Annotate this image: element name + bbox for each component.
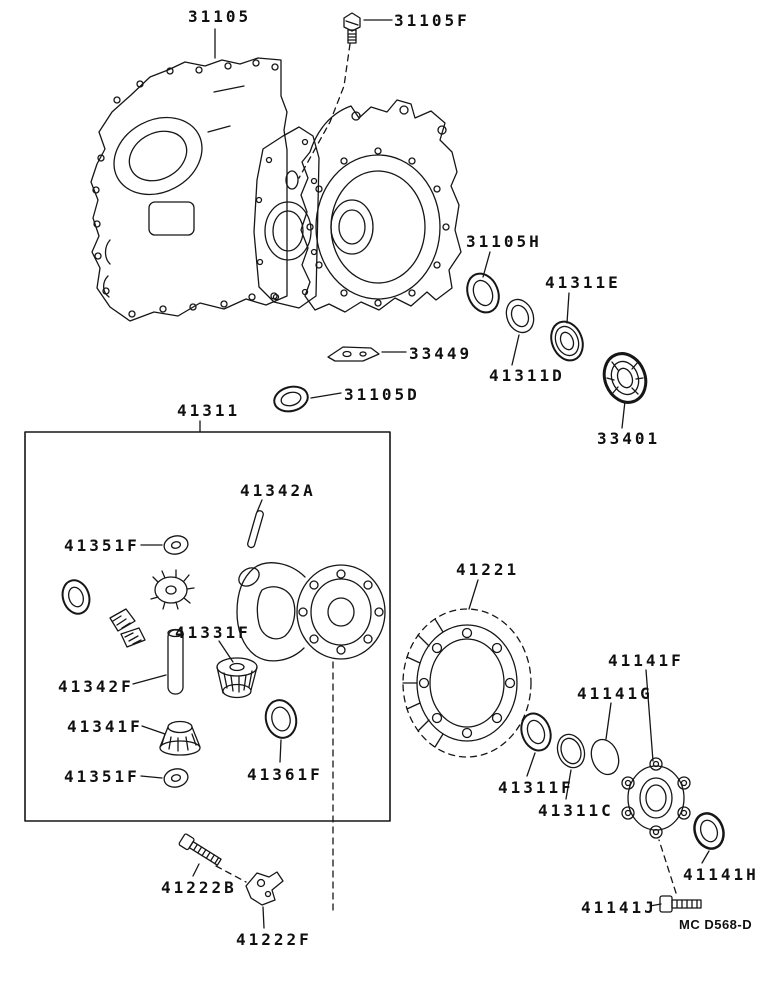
bracket-41222f-drawing <box>245 871 284 906</box>
ring-41311c-drawing <box>556 733 586 769</box>
part-label-41311f: 41311F <box>498 778 574 797</box>
side-gear-41341f-drawing <box>159 720 201 756</box>
part-label-41221: 41221 <box>456 560 520 579</box>
part-label-41141j: 41141J <box>581 898 657 917</box>
part-label-41141h: 41141H <box>683 865 759 884</box>
side-washer-drawing <box>61 579 91 615</box>
part-label-41342a: 41342A <box>240 481 316 500</box>
part-label-41222f: 41222F <box>236 930 312 949</box>
part-label-31105h: 31105H <box>466 232 542 251</box>
part-label-31105f: 31105F <box>394 11 470 30</box>
part-label-41141f: 41141F <box>608 651 684 670</box>
transaxle-case-drawing <box>90 57 288 322</box>
bolt-41141j-drawing <box>659 895 702 913</box>
part-label-41341f: 41341F <box>67 717 143 736</box>
pinion-shaft-41342a-drawing <box>247 510 264 549</box>
ring-gear-41221-drawing <box>402 608 532 758</box>
shaft-41342f-drawing <box>167 628 184 695</box>
part-label-41361f: 41361F <box>247 765 323 784</box>
center-support-drawing <box>253 126 320 309</box>
part-label-31105: 31105 <box>188 7 252 26</box>
differential-case-drawing <box>236 562 386 662</box>
assembly-dashed-lines <box>215 43 677 914</box>
part-label-41342f: 41342F <box>58 677 134 696</box>
bolt-41222b-drawing <box>178 833 222 866</box>
part-label-41351f-upper: 41351F <box>64 536 140 555</box>
part-label-41311e: 41311E <box>545 273 621 292</box>
bolt-31105f-drawing <box>343 12 361 44</box>
side-gear-drawing <box>150 569 195 610</box>
case-cover-drawing <box>300 99 462 313</box>
part-label-33401: 33401 <box>597 429 661 448</box>
leader-lines <box>132 19 710 929</box>
seal-41311f-drawing <box>520 712 552 752</box>
part-label-41311: 41311 <box>177 401 241 420</box>
part-label-41222b: 41222B <box>161 878 237 897</box>
diff-group-box <box>24 431 391 822</box>
pinion-gear-41331f-drawing <box>216 657 258 699</box>
part-label-31105d: 31105D <box>344 385 420 404</box>
o-ring-41141g-drawing <box>590 738 620 776</box>
part-label-41331f: 41331F <box>175 623 251 642</box>
oil-seal-31105h-drawing <box>466 272 500 314</box>
part-label-41141g: 41141G <box>577 684 653 703</box>
part-label-33449: 33449 <box>409 344 473 363</box>
pinion-gears-drawing <box>109 608 146 648</box>
part-label-41311d: 41311D <box>489 366 565 385</box>
thrust-washer-41351f-upper-drawing <box>163 535 189 555</box>
part-label-41311c: 41311C <box>538 801 614 820</box>
part-label-41351f-lower: 41351F <box>64 767 140 786</box>
retainer-41141f-drawing <box>621 757 691 839</box>
diagram-code: MC D568-D <box>679 917 753 932</box>
oil-seal-31105d-drawing <box>273 385 309 413</box>
washer-41361f-drawing <box>264 699 298 739</box>
oil-seal-33401-drawing <box>602 352 648 404</box>
plate-33449-drawing <box>327 346 380 362</box>
bearing-41311e-drawing <box>550 320 584 362</box>
seal-41311d-drawing <box>505 298 535 334</box>
oil-seal-41141h-drawing <box>693 812 725 850</box>
thrust-washer-41351f-lower-drawing <box>163 768 189 788</box>
